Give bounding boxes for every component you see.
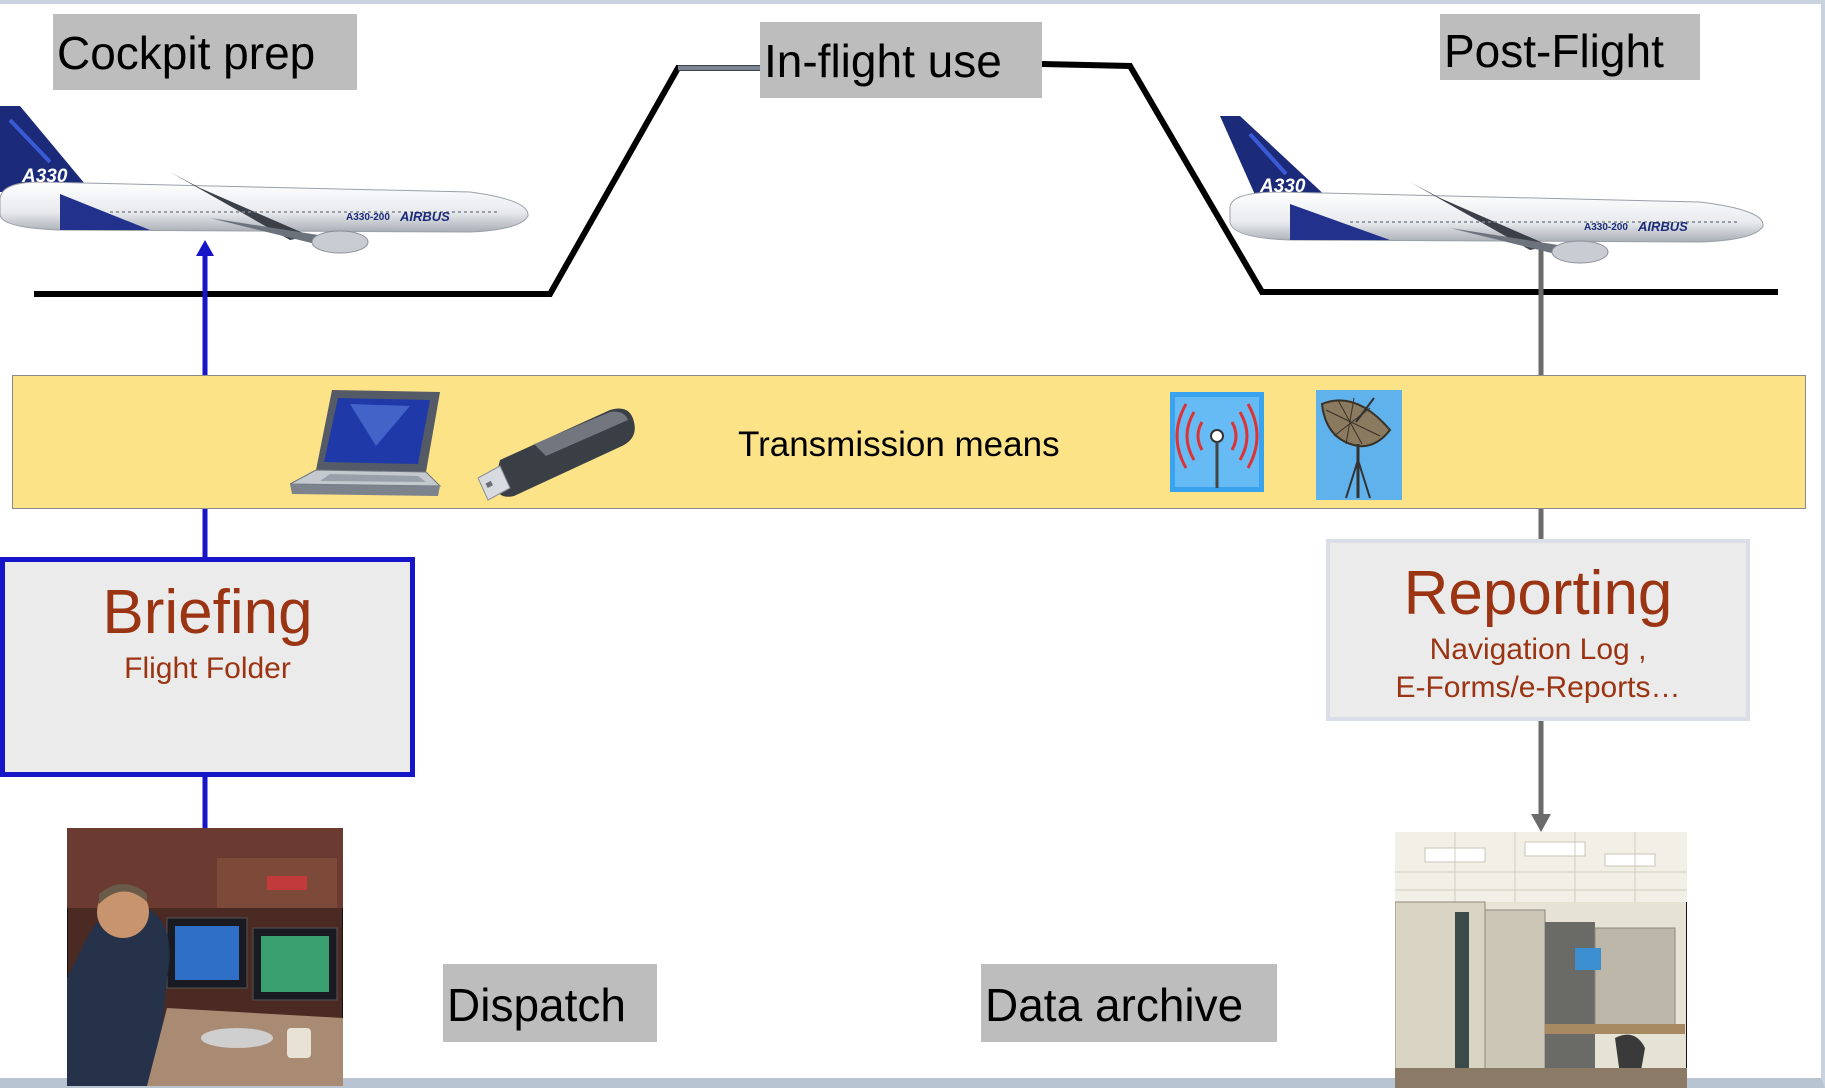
radio-antenna-icon xyxy=(1170,392,1264,492)
location-label-data-archive-text: Data archive xyxy=(985,979,1244,1031)
airplane-icon: A330 A330-200 AIRBUS xyxy=(1220,116,1764,264)
reporting-line-1: Navigation Log , xyxy=(1429,633,1647,666)
phase-label-cockpit-prep-text: Cockpit prep xyxy=(57,27,316,79)
location-label-dispatch: Dispatch xyxy=(443,964,657,1042)
airplane-tail-text: A330 xyxy=(1259,176,1306,197)
phase-label-cockpit-prep: Cockpit prep xyxy=(53,14,357,90)
dispatch-operator-photo xyxy=(67,828,343,1086)
phase-label-post-flight: Post-Flight xyxy=(1440,14,1700,80)
laptop-icon xyxy=(290,390,442,496)
phase-label-post-flight-text: Post-Flight xyxy=(1444,25,1664,77)
reporting-line-2: E-Forms/e-Reports… xyxy=(1395,670,1681,704)
reporting-archive-arrowhead xyxy=(1531,814,1551,832)
location-label-dispatch-text: Dispatch xyxy=(447,979,626,1031)
phase-label-in-flight-use: In-flight use xyxy=(760,22,1042,98)
airplane-brand-text: AIRBUS xyxy=(399,209,450,224)
reporting-box: Reporting Navigation Log , E-Forms/e-Rep… xyxy=(1326,539,1750,721)
airplane-icon: A330 A330-200 AIRBUS xyxy=(0,106,529,254)
airplane-model-text: A330-200 xyxy=(1584,222,1628,233)
briefing-title: Briefing xyxy=(102,578,313,647)
briefing-subtitle: Flight Folder xyxy=(124,652,291,685)
flight-profile-descent xyxy=(1041,61,1778,295)
airplane-brand-text: AIRBUS xyxy=(1637,219,1688,234)
satellite-dish-icon xyxy=(1316,390,1402,500)
briefing-uplink-arrowhead xyxy=(196,240,214,256)
briefing-box: Briefing Flight Folder xyxy=(0,557,415,777)
server-room-photo xyxy=(1395,832,1687,1088)
location-label-data-archive: Data archive xyxy=(981,964,1277,1042)
airplane-tail-text: A330 xyxy=(21,166,68,187)
phase-label-in-flight-use-text: In-flight use xyxy=(764,35,1002,87)
reporting-title: Reporting xyxy=(1403,559,1673,628)
airplane-model-text: A330-200 xyxy=(346,212,390,223)
transmission-label: Transmission means xyxy=(738,425,1060,464)
usb-stick-icon xyxy=(477,408,635,501)
